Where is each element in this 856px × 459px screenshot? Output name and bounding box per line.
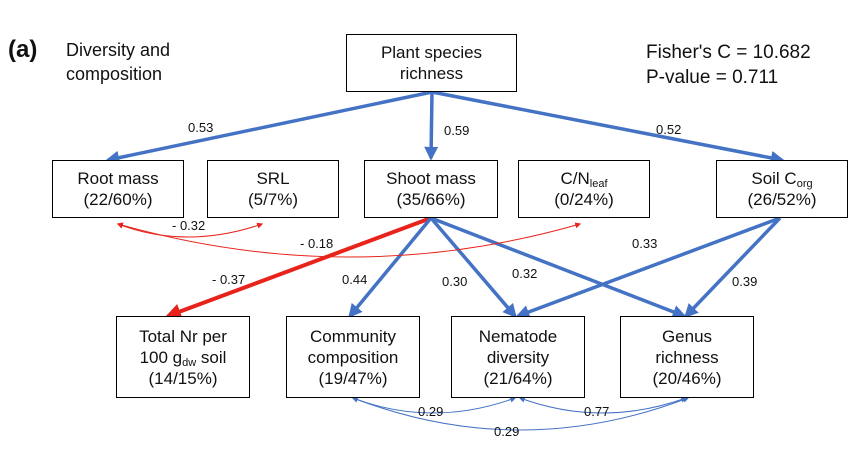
arrow-soil-to-nematode: [515, 216, 781, 319]
heading-line-1: Diversity and: [66, 40, 171, 60]
node-line: richness: [655, 347, 719, 367]
arrow-shoot-to-genus: [430, 216, 687, 319]
node-line: (26/52%): [747, 190, 817, 209]
correlation-root-srl: [116, 222, 264, 238]
node-line: (20/46%): [652, 368, 722, 388]
coef-root-srl: - 0.32: [172, 218, 206, 233]
coef-soil-nematode: 0.33: [632, 236, 658, 251]
nr-main: 100 g: [139, 347, 183, 367]
node-line: C/Nleaf: [560, 168, 608, 190]
model-fit-stats: Fisher's C = 10.682 P-value = 0.711: [646, 40, 846, 90]
node-soil-corg: Soil Corg (26/52%): [716, 160, 848, 218]
coef-shoot-community: 0.44: [342, 272, 368, 287]
coef-richness-shoot: 0.59: [444, 123, 470, 138]
coef-shoot-nematode: 0.30: [442, 274, 468, 289]
node-line: Root mass: [77, 169, 159, 188]
node-line: 100 gdw soil: [139, 347, 227, 369]
coef-shoot-genus: 0.32: [512, 266, 538, 281]
nr-tail: soil: [196, 347, 227, 367]
node-line: (22/60%): [83, 190, 153, 209]
arrow-shoot-to-total-nr: [165, 216, 432, 320]
arrow-richness-to-soil-corg: [431, 90, 785, 165]
diagram-heading: Diversity and composition: [66, 38, 246, 86]
arrow-shoot-to-nematode: [429, 216, 517, 319]
node-total-nr: Total Nr per 100 gdw soil (14/15%): [116, 316, 250, 398]
node-line: (21/64%): [483, 368, 553, 388]
coef-richness-soil: 0.52: [656, 122, 682, 137]
arrow-shoot-to-community: [348, 216, 433, 319]
correlation-root-cn: [116, 222, 582, 258]
p-value-stat: P-value = 0.711: [646, 67, 779, 88]
soil-c-main: Soil C: [751, 169, 797, 188]
node-line: (19/47%): [318, 368, 388, 388]
coef-nematode-genus: 0.77: [584, 404, 610, 419]
coef-community-nematode: 0.29: [418, 404, 444, 419]
coef-soil-genus: 0.39: [732, 274, 758, 289]
node-line: Genus: [661, 326, 713, 346]
coef-richness-root: 0.53: [188, 120, 214, 135]
node-line: Shoot mass: [386, 169, 476, 188]
coef-root-cn: - 0.18: [300, 236, 334, 251]
node-line: richness: [399, 64, 464, 83]
node-srl: SRL (5/7%): [207, 160, 339, 218]
node-line: Nematode: [478, 326, 558, 346]
arrow-richness-to-root-mass: [105, 90, 433, 165]
arrow-soil-to-genus: [684, 216, 782, 319]
node-shoot-mass: Shoot mass (35/66%): [364, 160, 498, 218]
node-line: Plant species: [380, 43, 483, 62]
node-genus-richness: Genus richness (20/46%): [620, 316, 754, 398]
correlation-community-genus: [351, 396, 690, 431]
correlation-community-nematode: [351, 396, 517, 414]
node-root-mass: Root mass (22/60%): [52, 160, 184, 218]
fisher-c-stat: Fisher's C = 10.682: [646, 42, 811, 63]
node-cn-leaf: C/Nleaf (0/24%): [518, 160, 650, 218]
node-nematode-diversity: Nematode diversity (21/64%): [451, 316, 585, 398]
node-line: Total Nr per: [139, 326, 227, 346]
node-line: Community: [310, 326, 396, 346]
nr-subscript: dw: [182, 356, 197, 369]
cn-main: C/N: [560, 169, 590, 188]
node-line: (0/24%): [554, 190, 614, 209]
soil-c-subscript: org: [796, 178, 813, 190]
node-line: (5/7%): [247, 190, 299, 209]
coef-shoot-nr: - 0.37: [212, 272, 246, 287]
node-line: Soil Corg: [751, 168, 813, 190]
node-line: composition: [307, 347, 399, 367]
panel-label: (a): [8, 36, 38, 63]
node-community-composition: Community composition (19/47%): [286, 316, 420, 398]
node-line: diversity: [486, 347, 550, 367]
correlation-nematode-genus: [518, 396, 688, 414]
arrow-richness-to-shoot-mass: [424, 91, 439, 161]
node-line: (14/15%): [148, 368, 218, 388]
coef-community-genus: 0.29: [494, 424, 520, 439]
node-plant-species-richness: Plant species richness: [346, 34, 517, 92]
heading-line-2: composition: [66, 64, 163, 84]
node-line: SRL: [256, 169, 290, 188]
node-line: (35/66%): [396, 190, 466, 209]
cn-subscript: leaf: [589, 178, 608, 190]
